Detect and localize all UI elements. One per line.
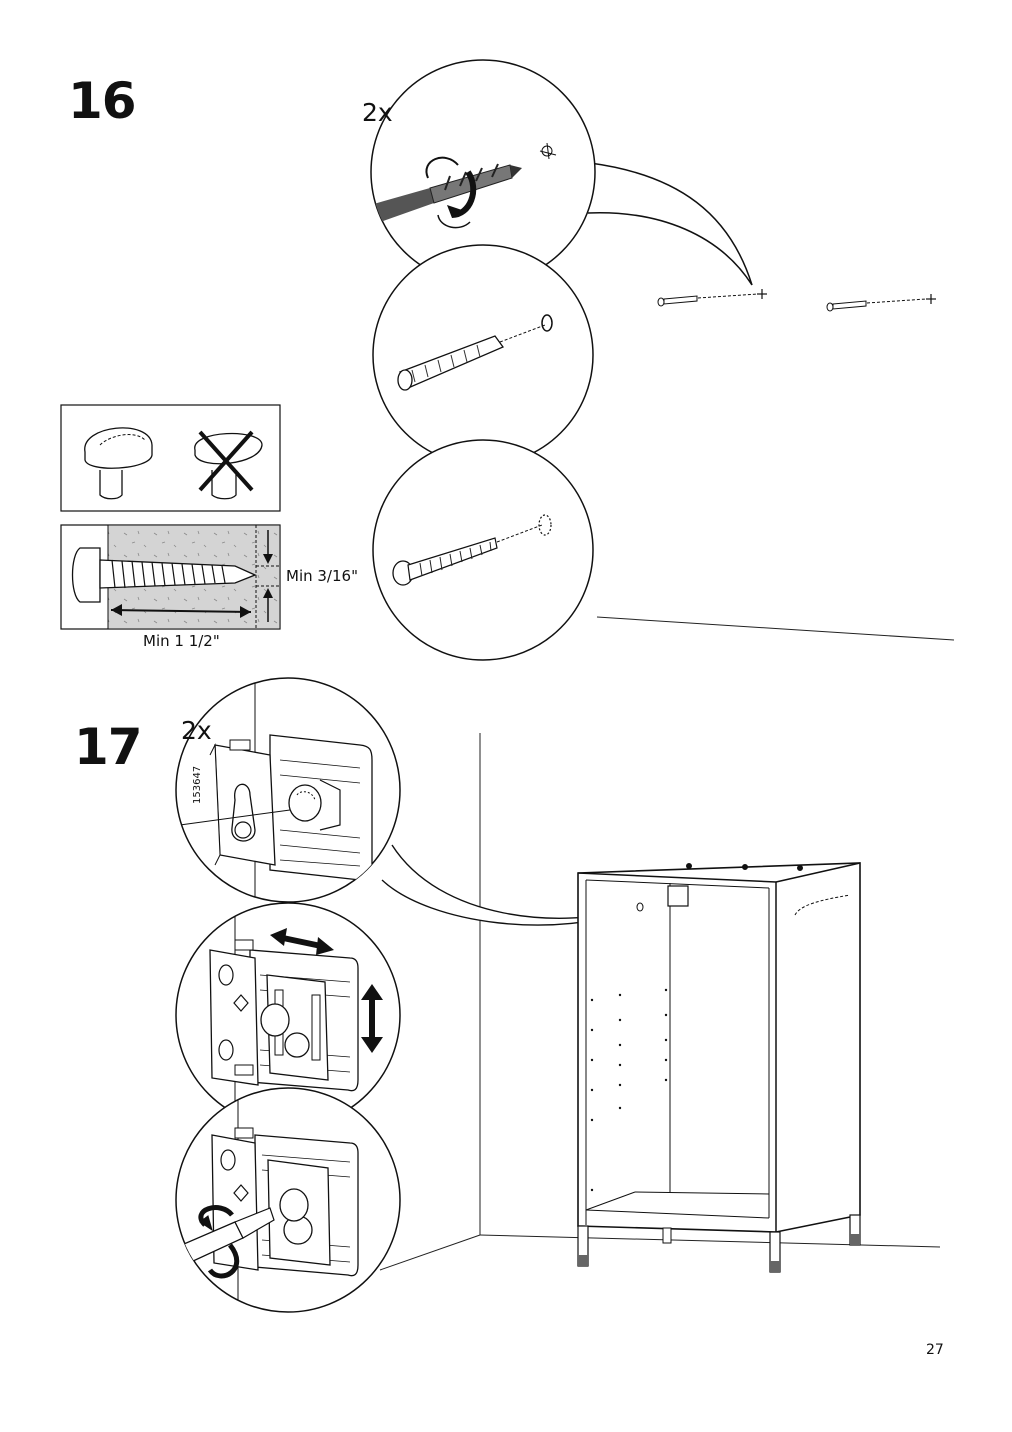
hole-mark-icon (539, 142, 557, 160)
horizontal-adjust-arrow-icon (270, 928, 334, 955)
wall-screw-left (657, 289, 767, 307)
callout-pointer (587, 162, 753, 286)
screw-detail-circle (372, 439, 594, 661)
step-number-16: 16 (68, 72, 137, 130)
wall-plug-icon (397, 314, 553, 391)
drill-detail-circle (370, 59, 596, 285)
screw-head-correct-icon (84, 427, 153, 500)
screw-head-incorrect-icon (194, 430, 263, 500)
wall-bracket-icon (179, 734, 373, 882)
bracket-tighten-circle (175, 1087, 401, 1313)
wall-screw-right (826, 294, 936, 312)
screw-length-label: Min 1 1/2" (143, 632, 220, 650)
wall-floor-line (596, 616, 955, 641)
cabinet-frame-icon (577, 862, 861, 1273)
bracket-adjust-circle (175, 902, 401, 1128)
quantity-label-16: 2x (362, 98, 393, 127)
part-number-label: 153647 (192, 765, 203, 804)
room-walls (379, 733, 941, 1271)
quantity-label-17: 2x (181, 716, 212, 745)
screw-icon (392, 514, 552, 586)
wall-plug-detail-circle (372, 244, 594, 466)
page-number: 27 (926, 1342, 944, 1358)
screw-cross-section-box (60, 524, 281, 630)
screw-depth-label: Min 3/16" (286, 567, 358, 585)
step-number-17: 17 (74, 718, 143, 776)
vertical-adjust-arrow-icon (361, 984, 383, 1053)
screw-head-comparison-box (60, 404, 281, 512)
bracket-detail-circle (175, 677, 401, 903)
drill-bit-icon (371, 156, 522, 229)
